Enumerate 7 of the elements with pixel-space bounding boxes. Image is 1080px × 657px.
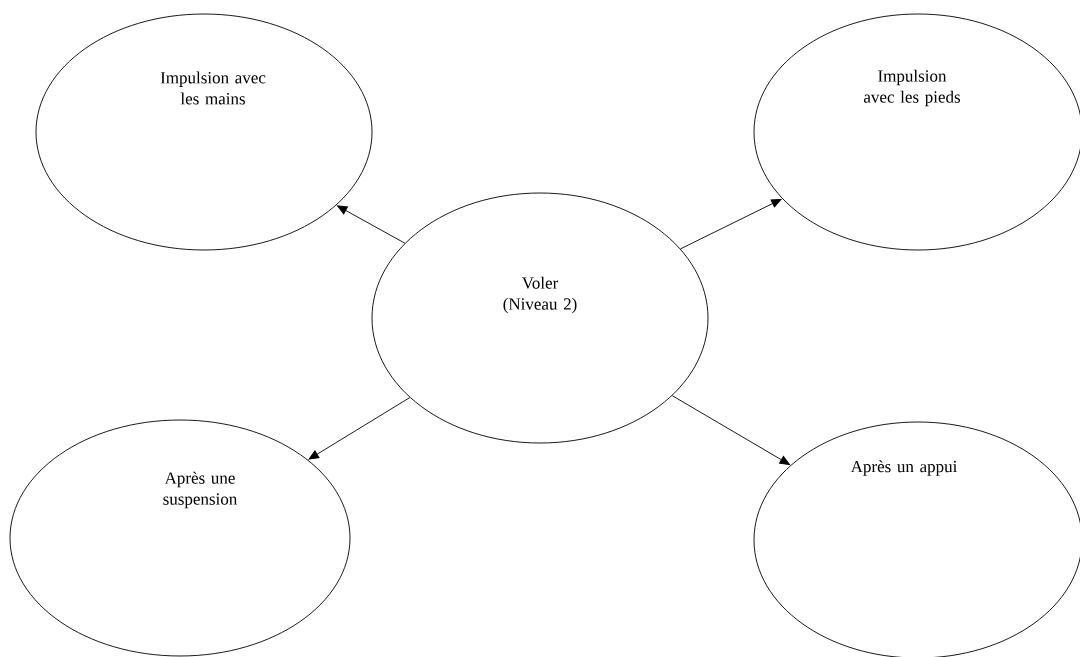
ellipse-node: Voler (Niveau 2) — [371, 192, 709, 444]
arrow — [671, 395, 790, 465]
arrow — [336, 205, 406, 244]
arrow — [308, 397, 411, 460]
arrow — [680, 198, 782, 250]
ellipse-node: Impulsion avec les mains — [35, 13, 373, 251]
ellipse-node: Après une suspension — [9, 419, 351, 657]
